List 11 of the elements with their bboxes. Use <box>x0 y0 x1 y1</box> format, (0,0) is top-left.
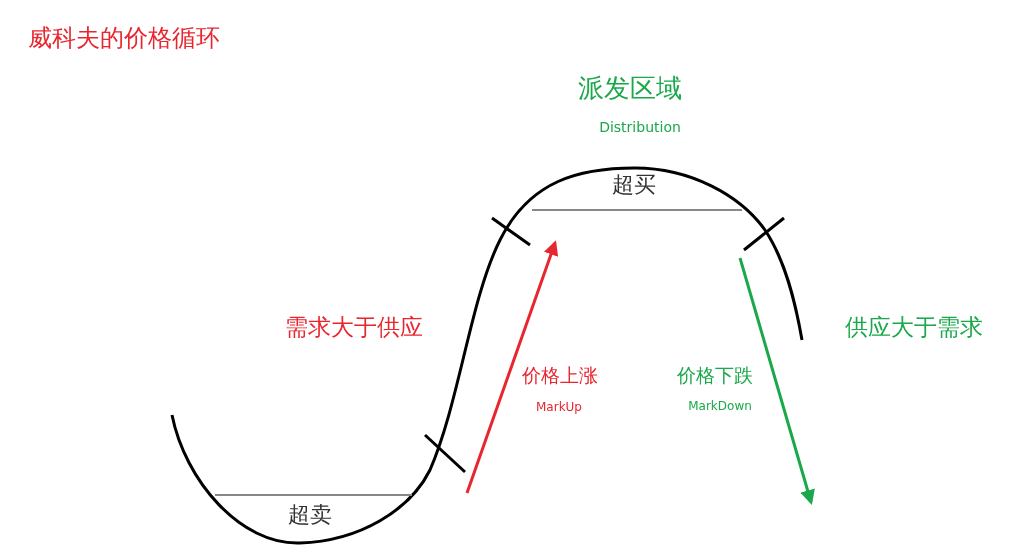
title: 威科夫的价格循环 <box>28 26 220 50</box>
phase-label: 价格上涨 <box>522 365 598 385</box>
phase-label: 价格下跌 <box>677 365 753 385</box>
zone-label: 需求大于供应 <box>285 315 423 339</box>
zone-caption: Distribution <box>599 120 681 134</box>
level-label: 超卖 <box>288 504 332 526</box>
phase-caption: MarkUp <box>536 401 582 413</box>
level-label: 超买 <box>612 174 656 196</box>
zone-label: 供应大于需求 <box>845 315 983 339</box>
phase-caption: MarkDown <box>688 400 752 412</box>
zone-label: 派发区域 <box>578 75 682 101</box>
